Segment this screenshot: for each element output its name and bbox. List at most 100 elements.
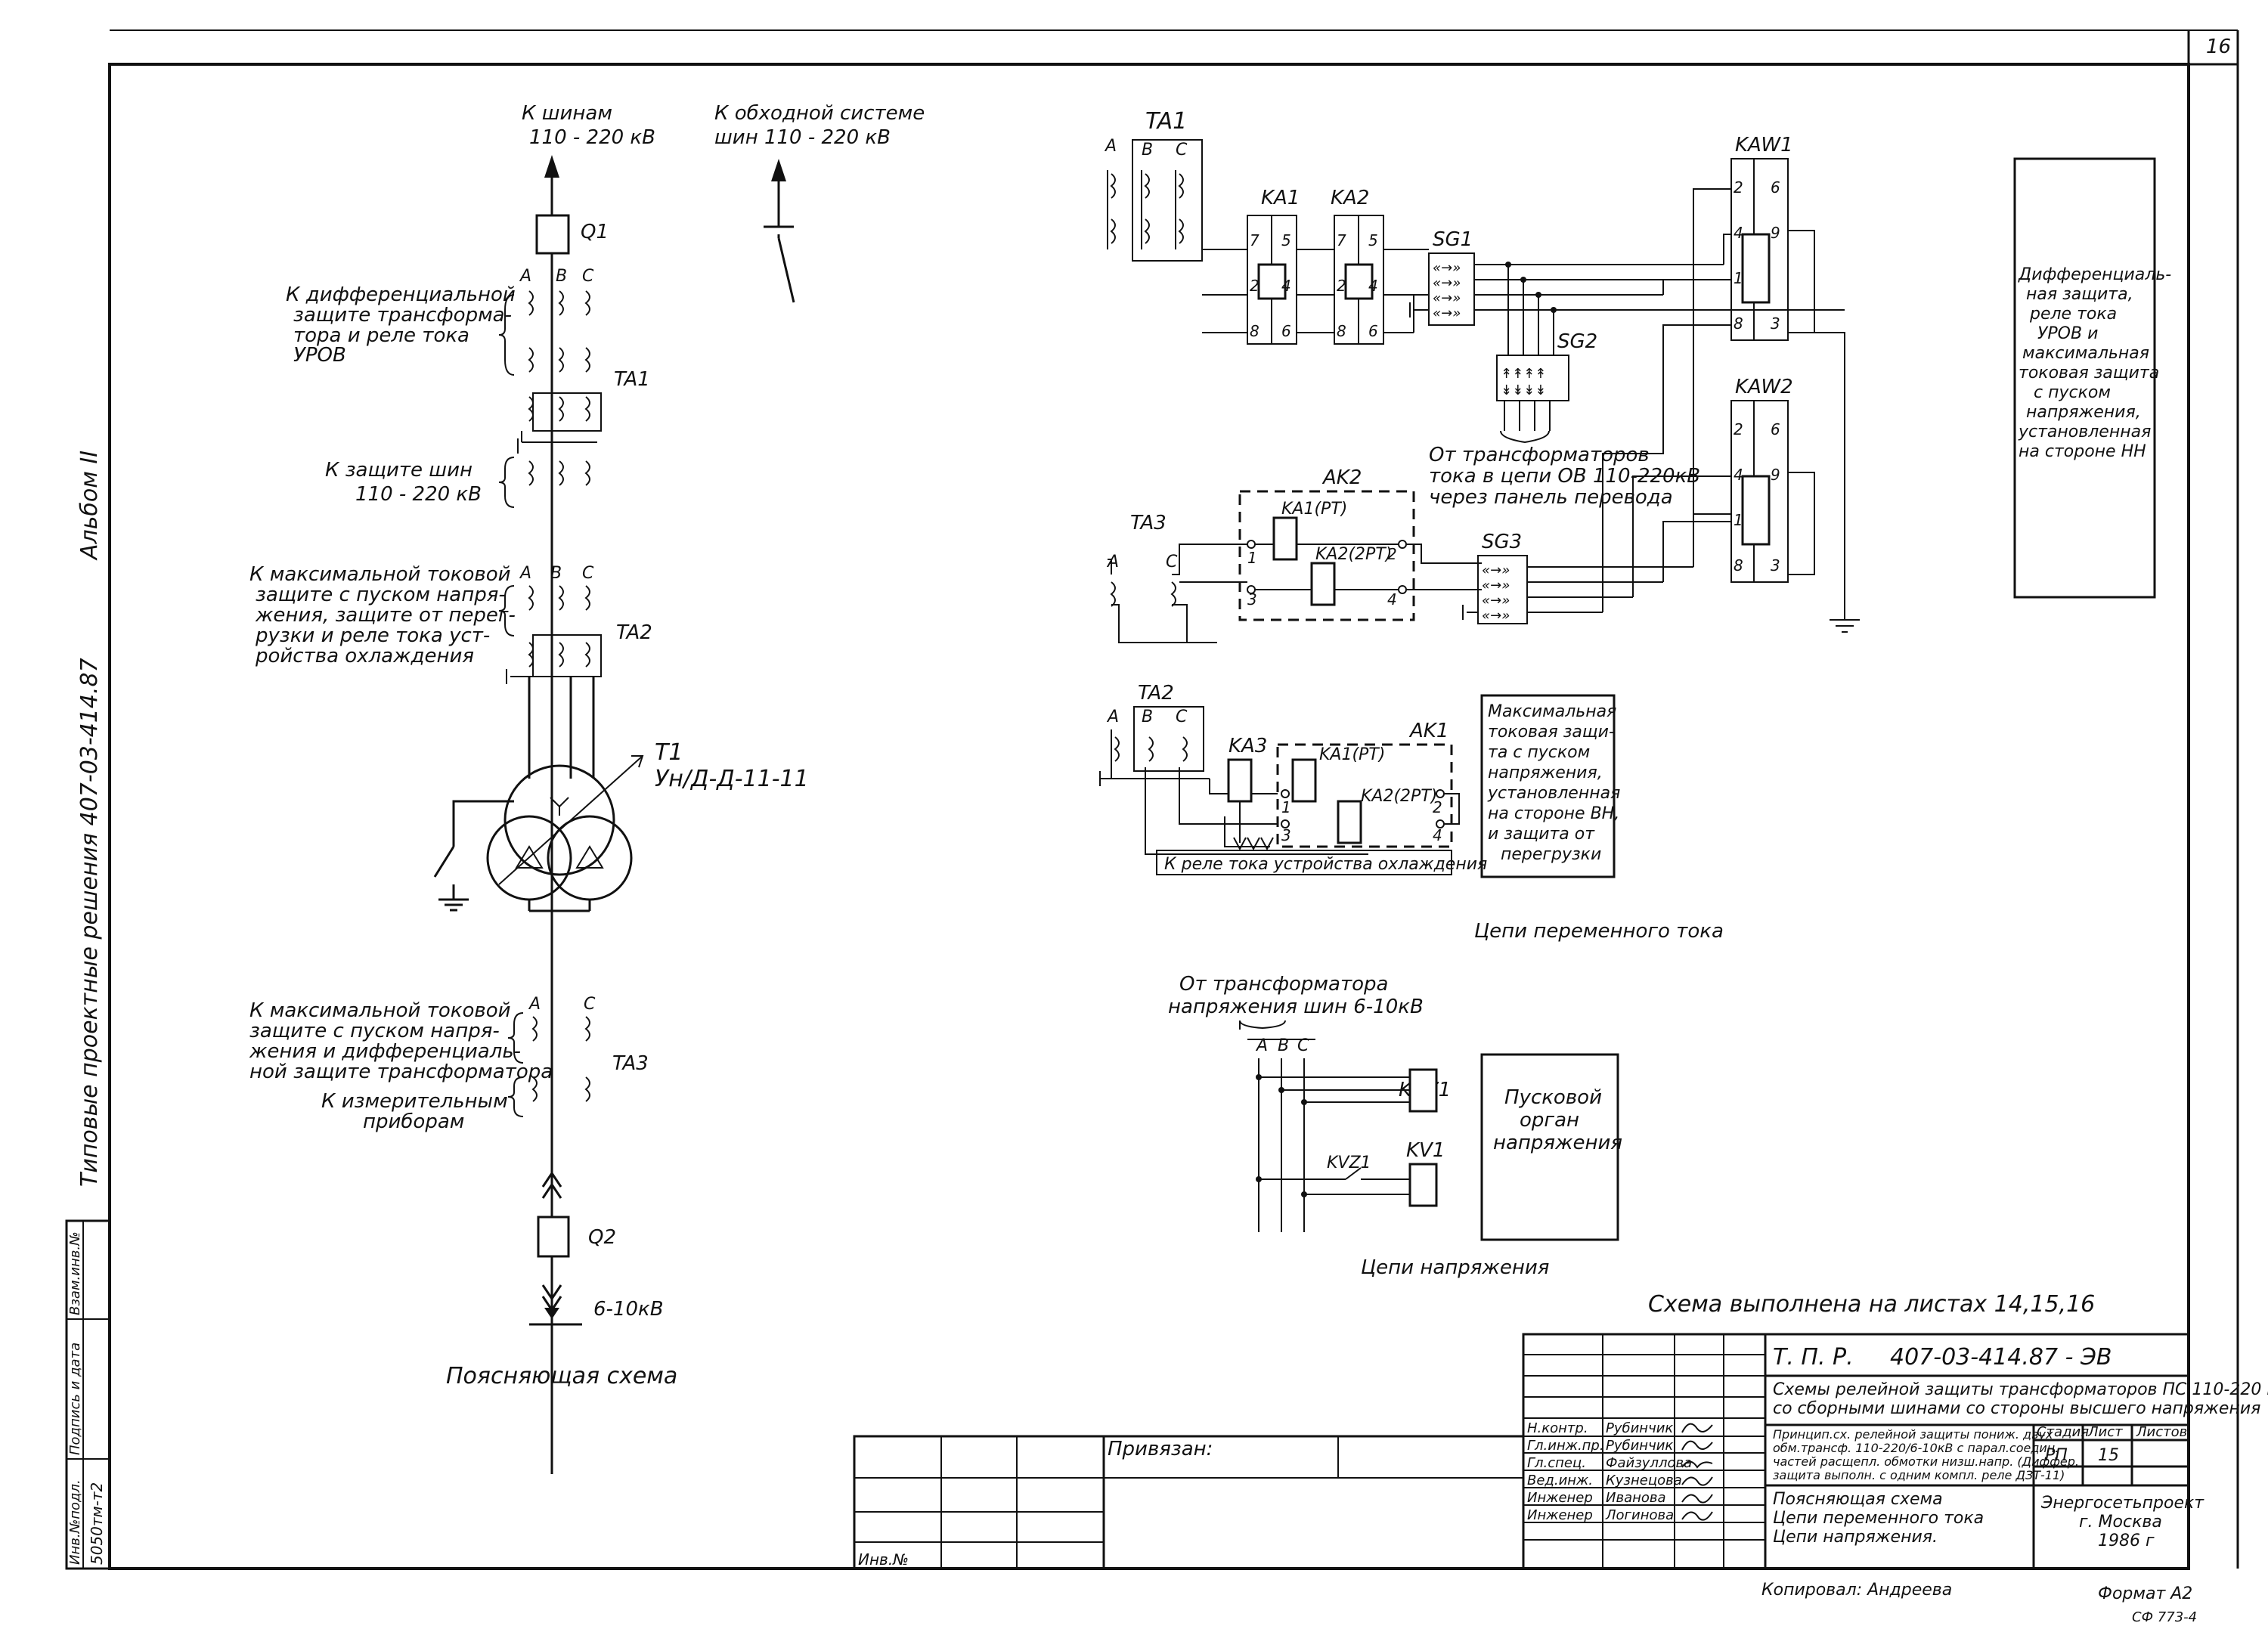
ta3-label: TA3 [612,1052,649,1075]
svg-text:Листов: Листов [2136,1424,2187,1440]
q2-label: Q2 [588,1226,616,1249]
ta1-label: TA1 [614,368,650,391]
svg-text:г. Москва: г. Москва [2079,1513,2162,1532]
svg-text:«→»: «→» [1482,608,1510,624]
signature-4 [1681,1476,1713,1486]
svg-text:↟↟↟↟: ↟↟↟↟ [1501,366,1546,382]
svg-text:KA2(2PT): KA2(2PT) [1315,545,1392,564]
svg-text:«→»: «→» [1482,593,1510,609]
signature-5 [1681,1494,1713,1504]
svg-text:4: 4 [1433,826,1442,844]
svg-text:защите с пуском напря-: защите с пуском напря- [249,1020,500,1042]
svg-text:1: 1 [1281,798,1291,816]
svg-text:К дифференциальной: К дифференциальной [286,283,516,306]
svg-text:4: 4 [1734,224,1743,242]
svg-text:B: B [1142,708,1153,726]
stamp-col-2: Подпись и дата [67,1343,83,1455]
t1-label: T1 [655,739,683,766]
svg-text:Кузнецова: Кузнецова [1606,1473,1682,1488]
svg-text:A: A [1255,1036,1268,1055]
svg-text:максимальная: максимальная [2022,344,2149,363]
svg-text:SG3: SG3 [1482,531,1522,553]
svg-text:Логинова: Логинова [1605,1507,1674,1523]
svg-text:B: B [550,564,562,583]
svg-text:8: 8 [1734,556,1743,575]
svg-text:перегрузки: перегрузки [1501,845,1601,864]
svg-text:2: 2 [1387,545,1397,563]
svg-text:A: A [519,267,531,286]
signature-3 [1681,1460,1713,1469]
svg-text:3: 3 [1247,590,1257,609]
svg-text:KA1: KA1 [1261,187,1300,209]
svg-text:A: A [1106,708,1119,726]
to-buses-kv-label: 110 - 220 кВ [529,126,655,149]
svg-text:К защите шин: К защите шин [325,459,472,482]
svg-text:KAW2: KAW2 [1735,376,1793,398]
svg-text:Рубинчик: Рубинчик [1606,1420,1673,1436]
stamp-value: 5050тм-т2 [88,1482,106,1565]
to-bypass-label-1: К обходной системе [714,102,925,125]
svg-text:2: 2 [1734,420,1743,438]
svg-text:Файзуллова: Файзуллова [1606,1455,1692,1471]
svg-text:Стадия: Стадия [2037,1424,2089,1440]
svg-text:жения, защите от перег-: жения, защите от перег- [255,604,516,627]
svg-text:напряжения,: напряжения, [1488,763,1603,782]
q1-label: Q1 [581,221,609,243]
svg-text:9: 9 [1771,224,1780,242]
svg-text:К измерительным: К измерительным [321,1090,508,1113]
album-label: Альбом II [76,451,103,561]
svg-text:4: 4 [1281,277,1291,295]
svg-text:KVZ1: KVZ1 [1327,1154,1371,1172]
svg-text:Энергосетьпроект: Энергосетьпроект [2040,1494,2204,1513]
svg-text:РП: РП [2045,1446,2068,1465]
svg-text:6: 6 [1281,322,1291,340]
svg-text:2: 2 [1337,277,1346,295]
svg-text:та с пуском: та с пуском [1488,743,1590,762]
svg-text:«→»: «→» [1433,275,1461,291]
svg-text:1986 г: 1986 г [2098,1532,2155,1550]
svg-text:9: 9 [1771,466,1780,484]
svg-text:Цепи напряжения.: Цепи напряжения. [1773,1528,1938,1547]
svg-text:1: 1 [1734,511,1743,529]
code-prefix: Т. П. Р. [1773,1344,1854,1370]
svg-text:B: B [556,267,567,286]
svg-text:C: C [1297,1036,1309,1055]
to-buses-label: К шинам [522,102,612,125]
svg-text:Лист: Лист [2087,1424,2123,1440]
svg-text:A: A [528,995,541,1014]
svg-text:5: 5 [1368,231,1378,249]
explanatory-scheme: К шинам 110 - 220 кВ К обходной системе … [249,102,925,1474]
ac-circuits: TA1 A B C KA1 KA2 7 5 2 4 8 6 7 5 2 4 8 … [1104,108,1860,633]
svg-text:4: 4 [1734,466,1743,484]
svg-text:Гл.спец.: Гл.спец. [1527,1455,1586,1471]
svg-text:8: 8 [1337,322,1346,340]
svg-text:KA1(PT): KA1(PT) [1319,745,1385,764]
svg-text:жения и дифференциаль-: жения и дифференциаль- [249,1040,521,1063]
stamp-col-1: Инв.№подл. [67,1479,83,1565]
svg-text:Цепи переменного тока: Цепи переменного тока [1773,1509,1984,1528]
svg-text:«→»: «→» [1433,305,1461,321]
svg-text:через панель перевода: через панель перевода [1429,486,1673,509]
svg-text:15: 15 [2098,1446,2119,1465]
svg-text:рузки и реле тока уст-: рузки и реле тока уст- [255,624,490,647]
svg-text:↡↡↡↡: ↡↡↡↡ [1501,382,1546,398]
svg-text:TA3: TA3 [1130,512,1167,534]
svg-text:обм.трансф. 110-220/6-10кВ с п: обм.трансф. 110-220/6-10кВ с парал.соеди… [1773,1441,2059,1455]
svg-text:и защита от: и защита от [1488,825,1595,844]
svg-text:TA2: TA2 [1138,682,1174,705]
voltage-caption: Цепи напряжения [1361,1256,1549,1279]
svg-text:Максимальная: Максимальная [1488,702,1616,721]
svg-text:6: 6 [1368,322,1378,340]
svg-text:УРОВ: УРОВ [293,344,346,367]
svg-text:6: 6 [1771,178,1780,197]
series-label: Типовые проектные решения 407-03-414.87 [76,658,103,1187]
svg-text:KA2: KA2 [1331,187,1369,209]
svg-text:установленная: установленная [1487,784,1620,803]
svg-text:«→»: «→» [1482,578,1510,593]
svg-text:От трансформаторов: От трансформаторов [1429,444,1650,466]
svg-text:на стороне НН: на стороне НН [2019,442,2146,461]
svg-text:Поясняющая схема: Поясняющая схема [1773,1490,1943,1509]
svg-text:7: 7 [1250,231,1259,249]
svg-text:напряжения: напряжения [1493,1132,1622,1154]
